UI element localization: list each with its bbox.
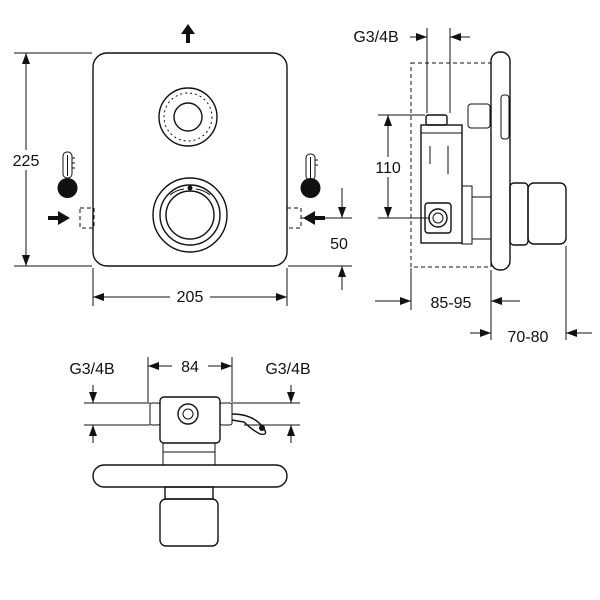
thermostat-ring-inner xyxy=(165,190,215,240)
thermometer-hot-icon xyxy=(300,153,321,198)
handle-shaft xyxy=(509,182,529,246)
dim-front-offset: 50 xyxy=(288,188,352,290)
handle-grip xyxy=(527,182,567,245)
thermostat-ring-mid xyxy=(159,184,221,246)
dim-side-height-label: 110 xyxy=(375,160,401,177)
top-handle-grip xyxy=(159,498,219,547)
valve-body xyxy=(420,124,463,244)
dim-top-left-connection: G3/4B xyxy=(69,361,150,443)
wall-box xyxy=(410,62,492,268)
lever-loop xyxy=(231,413,267,436)
dim-top-right-connection-label: G3/4B xyxy=(265,361,310,378)
top-cover-plate xyxy=(92,464,288,488)
inlet-stub-right xyxy=(286,207,302,229)
dim-front-width: 205 xyxy=(92,268,288,306)
dim-top-spacing-label: 84 xyxy=(181,359,199,376)
front-view: 225 205 50 xyxy=(5,24,352,306)
dim-side-handle-label: 70-80 xyxy=(508,329,549,346)
top-connection xyxy=(177,403,199,425)
dim-side-depth-label: 85-95 xyxy=(431,295,472,312)
diverter-ring-inner xyxy=(173,102,203,132)
dim-side-handle: 70-80 xyxy=(470,246,592,346)
dim-top-left-connection-label: G3/4B xyxy=(69,361,114,378)
top-view: 84 G3/4B G3/4B xyxy=(69,356,311,547)
dim-side-connection: G3/4B xyxy=(353,28,470,113)
dim-front-offset-label: 50 xyxy=(330,236,348,253)
side-cover-plate xyxy=(490,51,511,271)
thermostat-ring-outer xyxy=(152,177,228,253)
thermometer-cold-icon xyxy=(57,151,78,198)
inlet-arrow-right-icon xyxy=(48,211,70,225)
cover-plate xyxy=(92,52,288,267)
dim-side-height: 110 xyxy=(368,114,430,219)
dim-side-connection-label: G3/4B xyxy=(353,29,398,46)
dim-front-height-label: 225 xyxy=(13,153,40,170)
dim-front-height: 225 xyxy=(5,52,92,267)
dim-side-depth: 85-95 xyxy=(375,268,520,340)
dim-top-right-connection: G3/4B xyxy=(232,361,311,443)
dim-top-spacing: 84 xyxy=(147,356,233,402)
arrow-up-icon xyxy=(181,24,195,43)
side-view: G3/4B 110 85-95 xyxy=(353,28,592,346)
inlet-stub-left xyxy=(79,207,95,229)
diverter-ring-outer xyxy=(158,87,218,147)
top-handle-shaft xyxy=(164,486,214,500)
dim-front-width-label: 205 xyxy=(177,289,204,306)
